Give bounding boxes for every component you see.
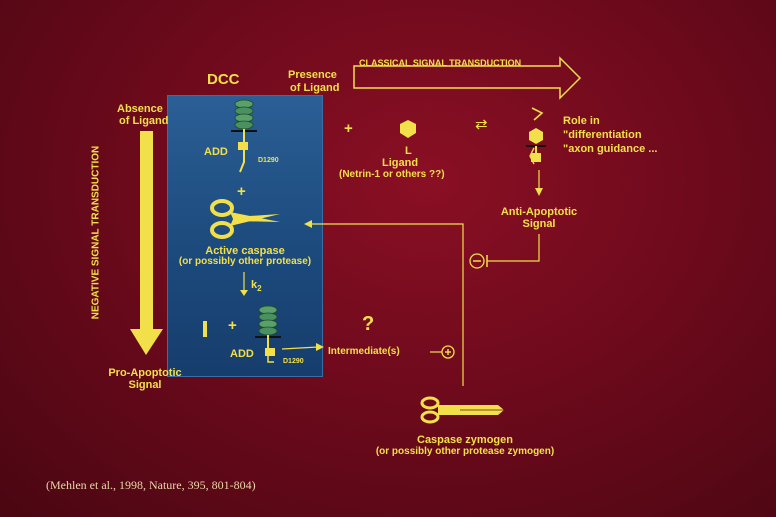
- active-caspase-note: (or possibly other protease): [178, 256, 312, 267]
- bound-receptor-icon: [526, 107, 546, 165]
- anti-apoptotic-label-1: Anti-Apoptotic: [500, 206, 578, 218]
- intermediates-label: Intermediate(s): [328, 346, 400, 357]
- ligand-note: (Netrin-1 or others ??): [339, 169, 445, 180]
- receptor-icon: [231, 99, 257, 173]
- cleaved-fragment: [203, 321, 207, 337]
- plus-ligand: +: [344, 120, 353, 137]
- zymogen-label: Caspase zymogen: [417, 434, 513, 446]
- active-caspase-label: Active caspase: [205, 245, 285, 257]
- activation-line: [310, 223, 464, 386]
- inhibit-sign-circle: [469, 253, 485, 269]
- citation: (Mehlen et al., 1998, Nature, 395, 801-8…: [46, 478, 256, 492]
- anti-apoptotic-label-2: Signal: [522, 218, 556, 230]
- k2-label: k2: [251, 279, 262, 294]
- pro-apoptotic-label-2: Signal: [128, 379, 162, 391]
- classical-arrow: [353, 56, 582, 100]
- equilibrium-arrows: ⇄: [475, 116, 488, 133]
- activate-sign-circle: [441, 345, 455, 359]
- ligand-label: Ligand: [382, 157, 419, 169]
- add-label-top: ADD: [204, 146, 228, 158]
- role-label-3: "axon guidance ...: [563, 143, 658, 155]
- d1290-label-top: D1290: [258, 157, 279, 164]
- role-label-2: "differentiation: [563, 129, 642, 141]
- pro-apoptotic-label-1: Pro-Apoptotic: [108, 367, 182, 379]
- classical-signal-title: CLASSICAL SIGNAL TRANSDUCTION: [359, 58, 522, 68]
- scissors-icon: [420, 396, 504, 424]
- scissors-icon: [210, 199, 280, 239]
- role-label-1: Role in: [563, 115, 600, 127]
- d1290-label-bottom: D1290: [283, 358, 304, 365]
- inhibition-line: [487, 234, 540, 262]
- absence-label-1: Absence: [117, 103, 163, 115]
- plus-bottom: +: [228, 317, 237, 334]
- zymogen-note: (or possibly other protease zymogen): [375, 446, 555, 457]
- absence-label-2: of Ligand: [119, 115, 169, 127]
- ligand-hexagon-icon: [400, 120, 416, 138]
- negative-arrow-head: [130, 329, 163, 355]
- presence-label-1: Presence: [288, 69, 337, 81]
- ligand-letter: L: [405, 145, 412, 157]
- negative-signal-title: NEGATIVE SIGNAL TRANSDUCTION: [90, 145, 102, 320]
- dcc-title: DCC: [207, 71, 240, 88]
- presence-label-2: of Ligand: [290, 82, 340, 94]
- add-label-bottom: ADD: [230, 348, 254, 360]
- receptor-icon: [255, 305, 281, 363]
- k2-subscript: 2: [257, 284, 262, 294]
- question-mark: ?: [362, 313, 375, 335]
- negative-arrow-shaft: [140, 131, 153, 329]
- plus-top: +: [237, 183, 246, 200]
